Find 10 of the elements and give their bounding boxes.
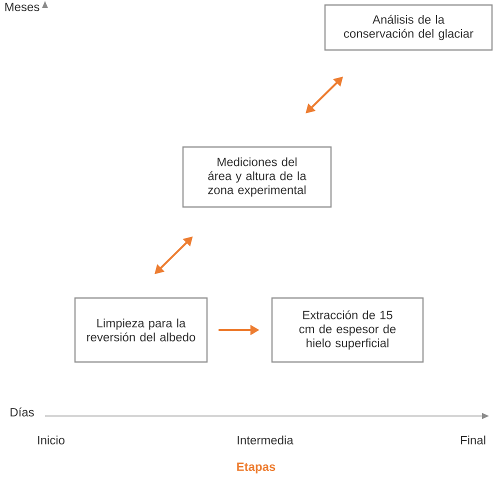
- text-box: Limpieza para la reversión del albedo: [74, 297, 208, 363]
- text-box: Mediciones del área y altura de la zona experimental: [182, 146, 332, 208]
- text-box: Análisis de la conservación del glaciar: [324, 4, 493, 51]
- axis-title: Etapas: [237, 462, 276, 474]
- tick-label: Inicio: [38, 436, 64, 444]
- axis-label: Meses: [5, 2, 40, 12]
- tick-label: Final: [460, 436, 486, 444]
- axis-label: Días: [10, 408, 34, 416]
- text-box: Extracción de 15 cm de espesor de hielo superficial: [271, 297, 424, 363]
- tick-label: Intermedia: [238, 436, 294, 444]
